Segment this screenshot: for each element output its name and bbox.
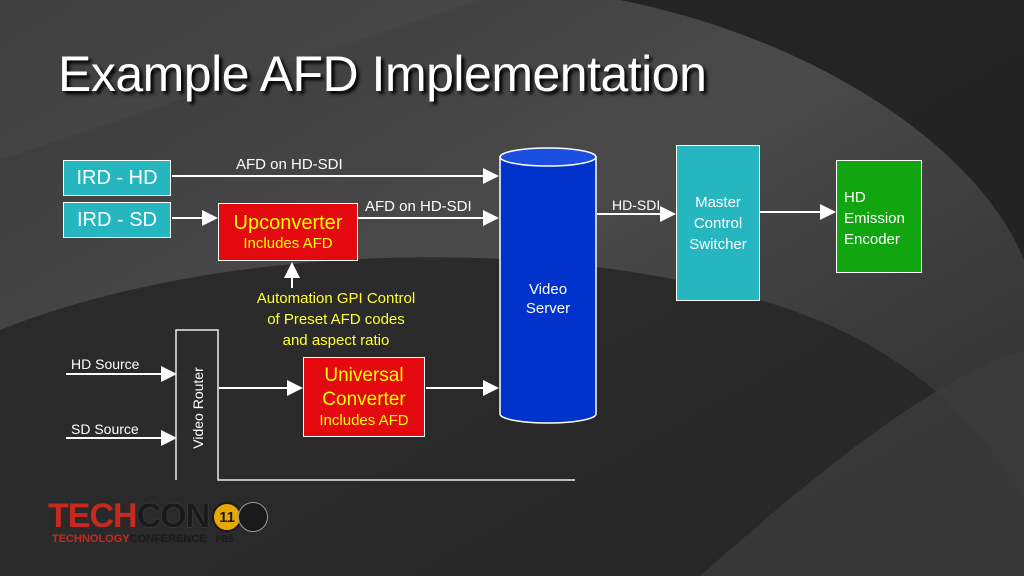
page-title: Example AFD Implementation bbox=[58, 46, 707, 102]
universal-line-3: Includes AFD bbox=[319, 412, 409, 429]
hd-sdi-label: HD-SDI bbox=[612, 197, 661, 213]
master-line-3: Switcher bbox=[689, 236, 747, 253]
ird-sd-label: IRD - SD bbox=[77, 208, 157, 231]
logo-con: CON bbox=[136, 497, 211, 535]
logo-conference: CONFERENCE bbox=[129, 533, 207, 545]
master-line-1: Master bbox=[695, 194, 741, 211]
automation-line-3: and aspect ratio bbox=[282, 332, 390, 349]
ird-hd-box: IRD - HD bbox=[63, 160, 171, 196]
afd-on-hdsdi-top-label: AFD on HD-SDI bbox=[236, 156, 343, 173]
encoder-line-2: Emission bbox=[844, 210, 905, 227]
logo-pbs: PBS bbox=[215, 534, 235, 544]
video-server-label: Video Server bbox=[500, 280, 596, 318]
upconverter-box: Upconverter Includes AFD bbox=[218, 203, 358, 261]
logo-badge: 11 bbox=[212, 502, 242, 532]
ird-hd-label: IRD - HD bbox=[76, 166, 158, 189]
hd-source-label: HD Source bbox=[71, 356, 140, 372]
master-control-switcher-box: Master Control Switcher bbox=[676, 145, 760, 301]
upconverter-title: Upconverter bbox=[233, 212, 343, 234]
logo-technology: TECHNOLOGY bbox=[52, 533, 130, 545]
logo-number: 11 bbox=[219, 508, 235, 526]
logo-subline: TECHNOLOGYCONFERENCE PBS bbox=[52, 533, 234, 545]
techcon-logo: TECHCON 11 TECHNOLOGYCONFERENCE PBS bbox=[48, 498, 278, 550]
sd-source-label: SD Source bbox=[71, 421, 139, 437]
automation-line-1: Automation GPI Control bbox=[256, 290, 416, 307]
video-server-line-1: Video bbox=[528, 281, 568, 298]
automation-note: Automation GPI Control of Preset AFD cod… bbox=[226, 288, 446, 351]
hd-emission-encoder-box: HD Emission Encoder bbox=[836, 160, 922, 273]
encoder-line-1: HD bbox=[844, 189, 866, 206]
encoder-line-3: Encoder bbox=[844, 231, 900, 248]
video-router-label: Video Router bbox=[190, 367, 206, 449]
ird-sd-box: IRD - SD bbox=[63, 202, 171, 238]
video-router-outline bbox=[175, 329, 575, 481]
universal-converter-box: Universal Converter Includes AFD bbox=[303, 357, 425, 437]
video-server-line-2: Server bbox=[525, 300, 571, 317]
master-line-2: Control bbox=[693, 215, 743, 232]
universal-line-1: Universal bbox=[324, 365, 404, 386]
pbs-icon bbox=[238, 502, 268, 532]
logo-tech: TECH bbox=[48, 497, 138, 535]
universal-line-2: Converter bbox=[322, 389, 406, 410]
afd-on-hdsdi-mid-label: AFD on HD-SDI bbox=[365, 198, 472, 215]
logo-wordmark: TECHCON bbox=[48, 497, 211, 535]
upconverter-subtitle: Includes AFD bbox=[243, 235, 333, 252]
automation-line-2: of Preset AFD codes bbox=[267, 311, 405, 328]
